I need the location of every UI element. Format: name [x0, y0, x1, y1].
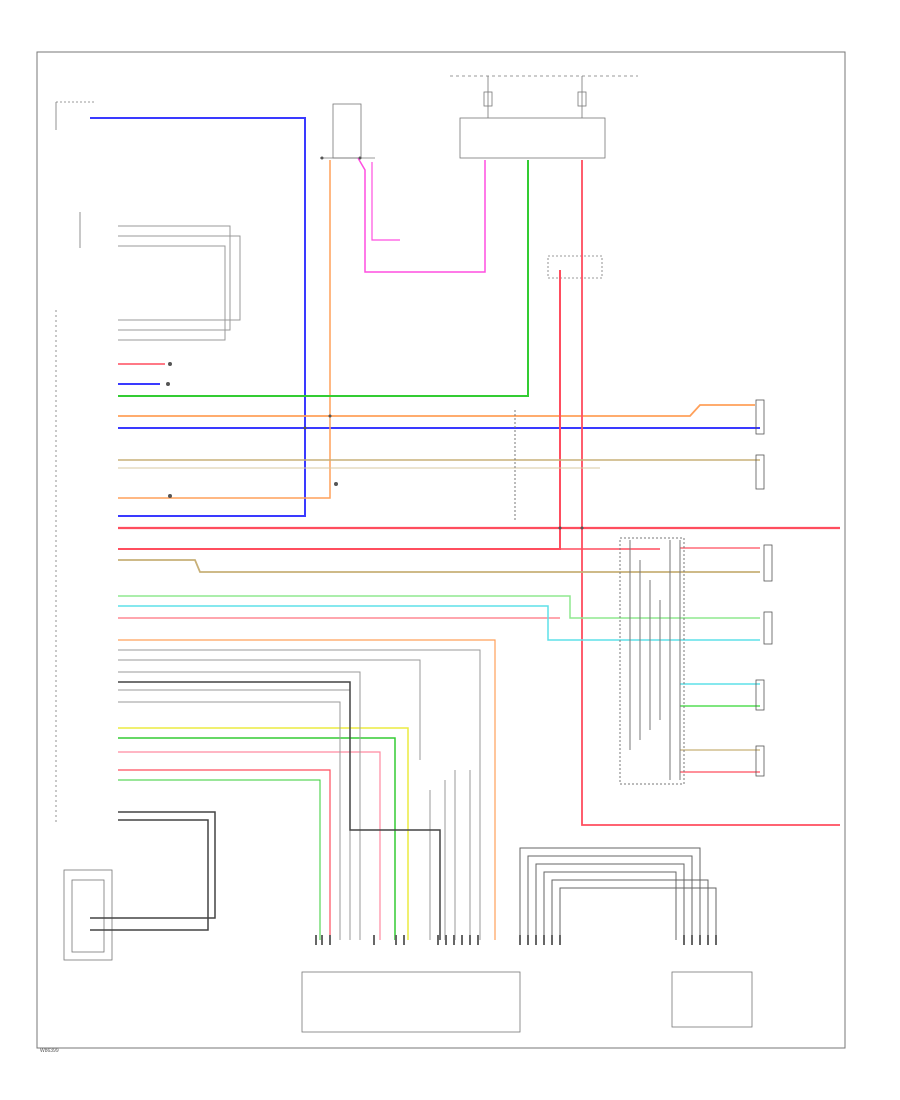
- fuse-section: [320, 75, 638, 279]
- wire-pink: [357, 157, 486, 273]
- wire-tan-3: [118, 559, 760, 573]
- wire-lightgreen-1: [118, 595, 760, 619]
- wire-orange-lower: [118, 639, 496, 940]
- wire-orange-speaker: [118, 404, 755, 417]
- wire-red-3: [118, 270, 561, 550]
- wire-blue: [90, 117, 306, 517]
- radio-unit-connector: [55, 101, 753, 1033]
- wire-pink-2: [371, 162, 400, 241]
- diagram-id: W86399: [40, 1048, 59, 1054]
- diagram-border: [36, 51, 846, 1049]
- terminals: [166, 156, 584, 530]
- wire-green-2: [118, 779, 321, 940]
- wire-green-lower: [118, 737, 396, 940]
- wire-black-bundle: [90, 681, 441, 940]
- wire-bottom-bundle: [519, 847, 717, 940]
- wire-yellow: [118, 727, 409, 940]
- right-components: [755, 399, 773, 777]
- wire-red-5: [581, 160, 840, 826]
- wire-orange-left: [118, 160, 331, 499]
- wire-center-right: [514, 410, 685, 785]
- bottom-connector-pins: [315, 935, 717, 945]
- wire-red-7: [118, 751, 381, 940]
- wire-green: [118, 160, 529, 397]
- wire-gray-bundle: [118, 225, 481, 940]
- wire-cyan-1: [118, 605, 760, 641]
- wire-red-6: [118, 769, 331, 940]
